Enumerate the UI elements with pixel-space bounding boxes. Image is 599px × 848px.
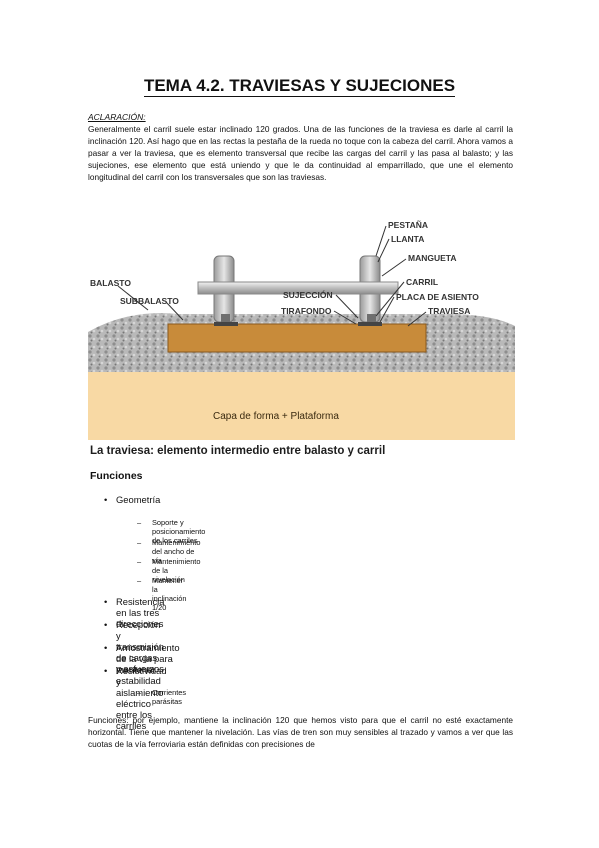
label-sujecion: SUJECCIÓN (283, 289, 333, 300)
functions-paragraph: Funciones: por ejemplo, mantiene la incl… (88, 715, 513, 750)
label-capa: Capa de forma + Plataforma (213, 411, 339, 422)
label-tirafondo: TIRAFONDO (281, 306, 332, 316)
platform-layer (88, 372, 515, 440)
label-carril: CARRIL (406, 277, 438, 287)
label-balasto: BALASTO (90, 278, 131, 288)
right-rail (367, 314, 376, 326)
section-title: La traviesa: elemento intermedio entre b… (90, 445, 386, 457)
track-diagram: PESTAÑA LLANTA MANGUETA BALASTO SUBBALAS… (88, 214, 515, 440)
functions-title: Funciones (90, 470, 143, 482)
track-diagram-svg: PESTAÑA LLANTA MANGUETA BALASTO SUBBALAS… (88, 220, 515, 440)
label-subbalasto: SUBBALASTO (120, 296, 179, 306)
sleeper (167, 323, 427, 353)
label-traviesa: TRAVIESA (428, 306, 470, 316)
right-seat-plate (358, 322, 382, 326)
page-title-text: TEMA 4.2. TRAVIESAS Y SUJECIONES (143, 76, 456, 97)
label-llanta: LLANTA (391, 234, 424, 244)
intro-paragraph: Generalmente el carril suele estar incli… (88, 124, 513, 183)
function-item: Geometría (104, 494, 160, 505)
label-pestana: PESTAÑA (388, 220, 428, 230)
label-placa: PLACA DE ASIENTO (396, 292, 479, 302)
label-mangueta: MANGUETA (408, 253, 456, 263)
function-subitem: Corrientes parásitas (137, 688, 186, 706)
left-seat-plate (214, 322, 238, 326)
page-title: TEMA 4.2. TRAVIESAS Y SUJECIONES (0, 76, 599, 97)
axle (197, 281, 399, 295)
left-rail (221, 314, 230, 326)
note-heading: ACLARACIÓN: (88, 112, 146, 122)
